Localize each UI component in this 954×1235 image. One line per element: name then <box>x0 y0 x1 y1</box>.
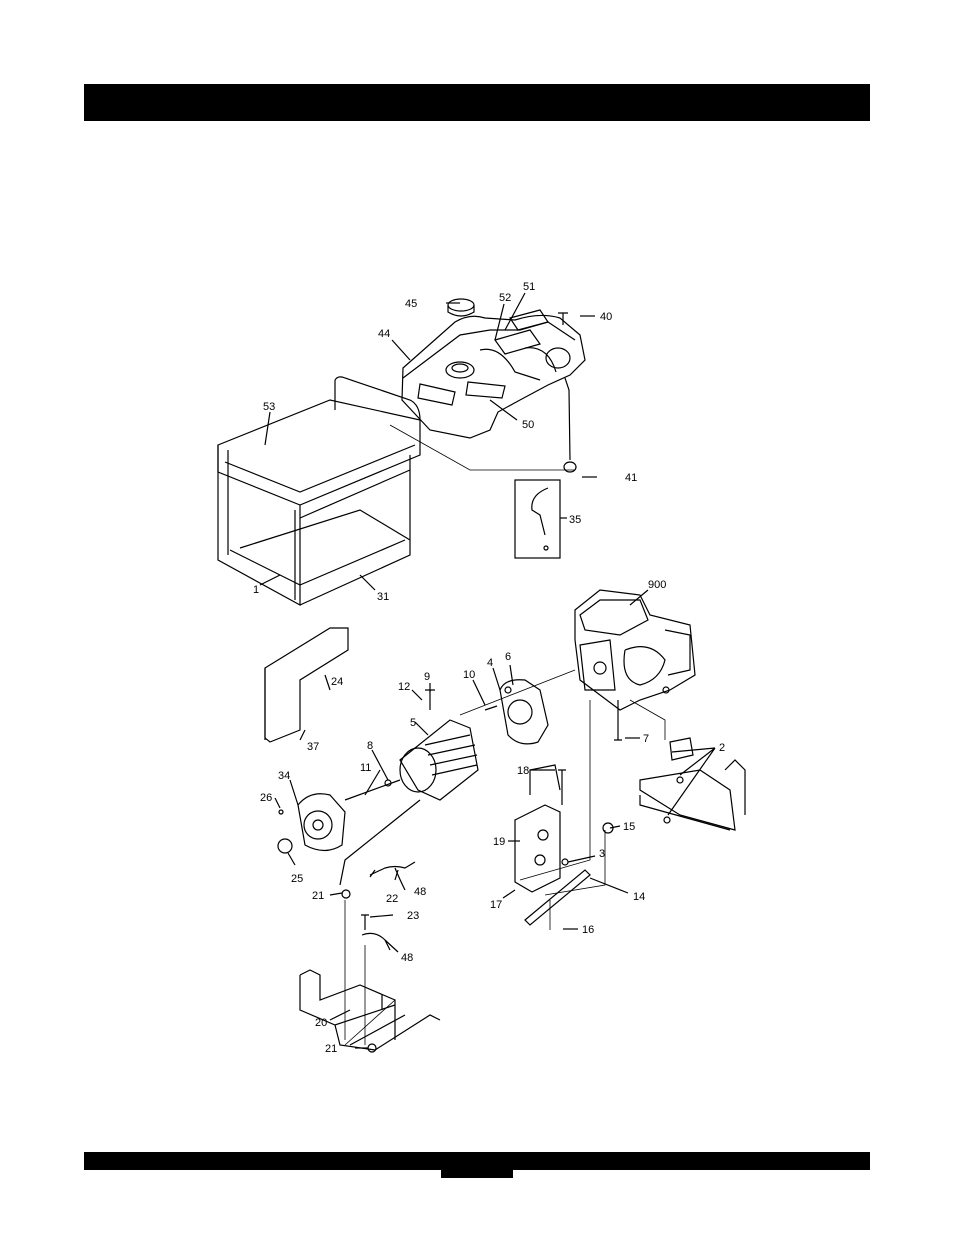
part-label-31: 31 <box>377 591 389 603</box>
part-label-16: 16 <box>582 924 594 936</box>
page-number-tab <box>441 1152 513 1178</box>
muffler-drawing <box>515 765 560 892</box>
part-label-52: 52 <box>499 292 511 304</box>
frame-drawing <box>218 377 420 605</box>
engine-drawing <box>575 590 695 710</box>
part-label-34: 34 <box>278 770 290 782</box>
part-label-21a: 21 <box>312 890 324 902</box>
end-bell-drawing <box>500 680 548 744</box>
part-label-4: 4 <box>487 657 493 669</box>
fuel-hose-drawing <box>515 480 560 558</box>
part-label-20: 20 <box>315 1017 327 1029</box>
fuel-valve-drawing <box>564 462 576 472</box>
fuel-line-drawing <box>565 378 570 460</box>
part-label-11: 11 <box>360 762 371 774</box>
part-label-19: 19 <box>493 836 505 848</box>
part-label-9: 9 <box>424 671 430 683</box>
part-label-18: 18 <box>517 765 529 777</box>
part-label-50: 50 <box>522 419 534 431</box>
part-label-6: 6 <box>505 651 511 663</box>
part-label-23: 23 <box>407 910 419 922</box>
part-label-7: 7 <box>643 733 649 745</box>
fuel-tank-drawing <box>402 310 585 438</box>
part-label-10: 10 <box>463 669 475 681</box>
part-label-900: 900 <box>648 579 666 591</box>
part-label-1: 1 <box>253 584 259 596</box>
part-label-24: 24 <box>331 676 343 688</box>
fuel-cap-drawing <box>448 299 474 316</box>
part-label-37: 37 <box>307 741 319 753</box>
part-label-48a: 48 <box>414 886 426 898</box>
lower-cradle-drawing <box>300 970 440 1050</box>
engine-cradle-drawing <box>640 687 745 830</box>
ground-wire-drawing <box>340 800 420 890</box>
muffler-bracket-drawing <box>525 870 590 925</box>
part-label-22: 22 <box>386 893 398 905</box>
part-label-5: 5 <box>410 717 416 729</box>
rear-cover-drawing <box>298 794 345 851</box>
part-label-17: 17 <box>490 899 502 911</box>
part-label-45: 45 <box>405 298 417 310</box>
part-label-2: 2 <box>719 742 725 754</box>
part-label-51: 51 <box>523 281 535 293</box>
part-label-41: 41 <box>625 472 637 484</box>
part-label-21b: 21 <box>325 1043 337 1055</box>
part-label-14: 14 <box>633 891 645 903</box>
cover-plug-drawing <box>278 839 292 853</box>
part-label-8: 8 <box>367 740 373 752</box>
part-label-3: 3 <box>599 848 605 860</box>
part-label-15: 15 <box>623 821 635 833</box>
part-label-35: 35 <box>569 514 581 526</box>
part-label-12: 12 <box>398 681 410 693</box>
part-label-53: 53 <box>263 401 275 413</box>
part-label-26: 26 <box>260 792 272 804</box>
part-label-25: 25 <box>291 873 303 885</box>
part-label-44: 44 <box>378 328 390 340</box>
stator-drawing <box>400 720 478 800</box>
part-label-40: 40 <box>600 311 612 323</box>
part-label-48b: 48 <box>401 952 413 964</box>
